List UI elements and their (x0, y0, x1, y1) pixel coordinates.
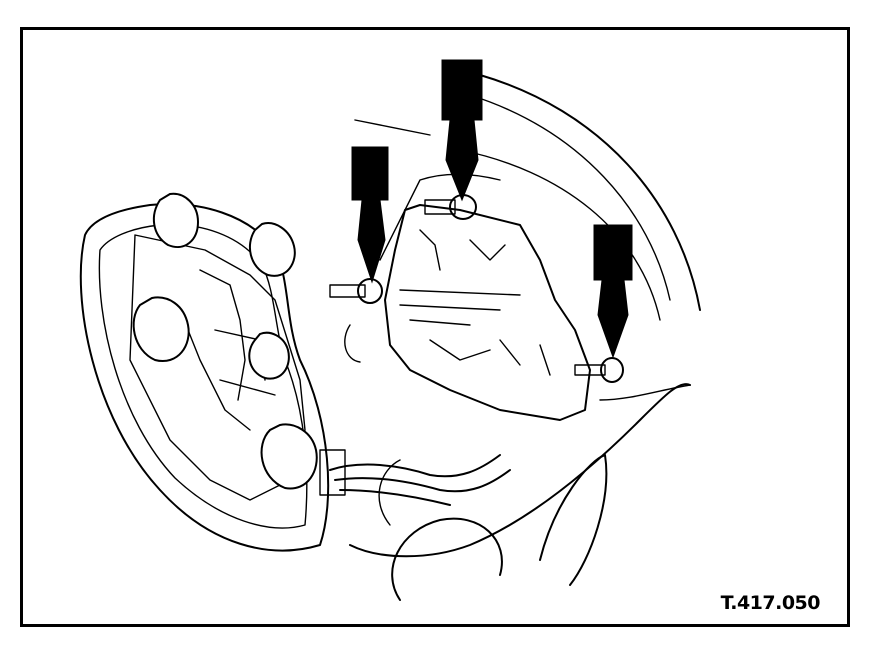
lower-body-panel-2 (599, 384, 691, 401)
bulb-middle-right (248, 331, 290, 380)
down-arrow-icon (441, 59, 483, 202)
bulb-bottom (260, 423, 318, 490)
figure-reference-code: T.417.050 (720, 592, 821, 614)
body-panel-arc-1 (479, 74, 701, 311)
bulb-middle-left (132, 296, 190, 363)
lower-body-panel (349, 383, 691, 558)
bulb-top-right (248, 222, 296, 277)
bracket-details (399, 229, 551, 376)
down-arrow-icon (593, 224, 633, 359)
bulb-top-left (152, 192, 200, 248)
body-panel-arc-3 (459, 149, 661, 321)
body-panel-arc-2 (469, 94, 671, 301)
body-bracket (384, 204, 591, 421)
wire-connector (319, 449, 346, 496)
wiring-harness (329, 454, 511, 506)
down-arrow-icon (351, 146, 389, 284)
inner-lens-opening (344, 324, 401, 526)
screw-icon (329, 278, 383, 304)
screw-icon (574, 357, 624, 383)
rear-lens-opening (391, 454, 608, 601)
